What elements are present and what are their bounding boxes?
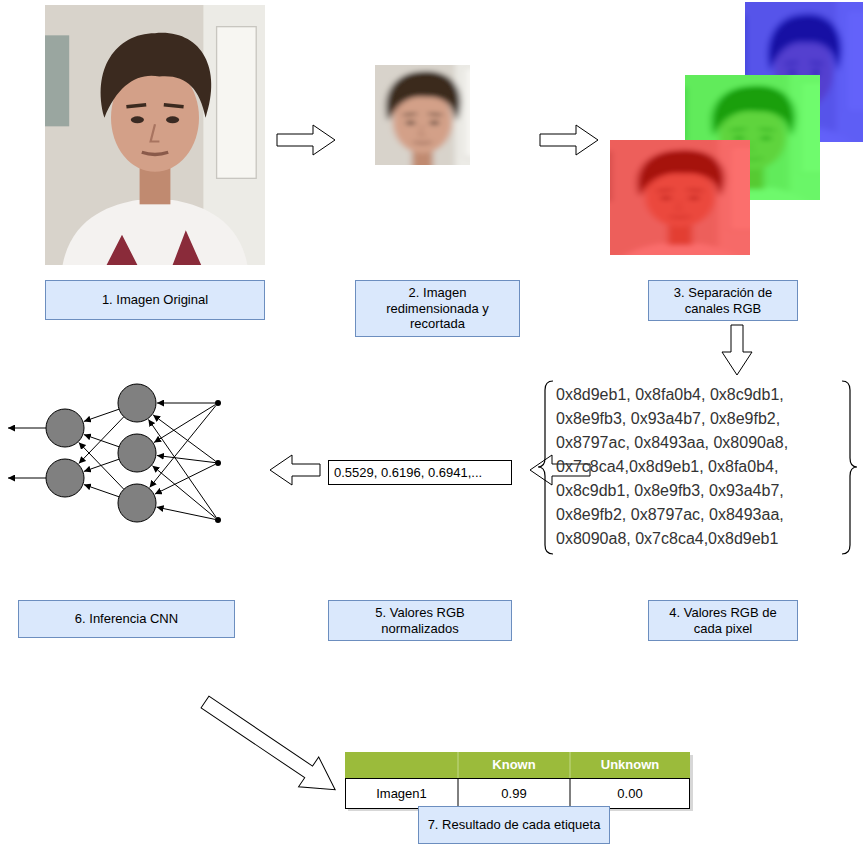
neural-network-icon xyxy=(8,384,221,523)
left-brace xyxy=(538,381,553,554)
result-table xyxy=(345,752,693,811)
table-row xyxy=(346,779,690,809)
table-header-cell: Known xyxy=(492,757,535,773)
original-photo xyxy=(45,5,265,265)
node-text: 4. Valores RGB de cada pixel xyxy=(655,605,791,636)
step-label: 2. Imagen redimensionada y recortada xyxy=(355,280,520,337)
node-text: 7. Resultado de cada etiqueta xyxy=(428,817,601,833)
resized-photo xyxy=(348,55,496,209)
step-label: 7. Resultado de cada etiqueta xyxy=(418,806,610,844)
step-label: 1. Imagen Original xyxy=(45,280,265,320)
block-arrow xyxy=(270,455,320,485)
table-cell-holder: Imagen1 xyxy=(345,778,458,809)
table-cell: 0.99 xyxy=(501,786,526,802)
block-arrow xyxy=(540,125,598,155)
block-arrow xyxy=(722,325,752,375)
table-header xyxy=(345,752,690,778)
block-arrow xyxy=(277,125,335,155)
red-channel-image xyxy=(593,134,768,279)
value-box: 0.5529, 0.6196, 0.6941,... xyxy=(328,460,512,485)
block-arrow xyxy=(195,687,345,805)
table-header-cell-holder: Unknown xyxy=(570,752,690,778)
node-text: 0.5529, 0.6196, 0.6941,... xyxy=(334,465,482,481)
table-header-cell-holder: Known xyxy=(458,752,570,778)
node-text: 3. Separación de canales RGB xyxy=(655,285,791,316)
step-label: 3. Separación de canales RGB xyxy=(648,280,798,321)
table-header-cell: Unknown xyxy=(601,757,660,773)
value-brackets xyxy=(538,381,857,554)
node-text: 2. Imagen redimensionada y recortada xyxy=(362,285,513,332)
pixel-values: 0x8d9eb1, 0x8fa0b4, 0x8c9db1, 0x8e9fb3, … xyxy=(556,386,788,547)
table-cell: 0.00 xyxy=(617,786,642,802)
table-cell: Imagen1 xyxy=(376,786,427,802)
pixel-values-holder: 0x8d9eb1, 0x8fa0b4, 0x8c9db1, 0x8e9fb3, … xyxy=(556,383,841,551)
right-brace xyxy=(842,381,857,554)
node-text: 6. Inferencia CNN xyxy=(75,611,178,627)
node-text: 1. Imagen Original xyxy=(102,292,208,308)
step-label: 6. Inferencia CNN xyxy=(18,600,235,638)
table-cell-holder: 0.00 xyxy=(570,778,690,809)
step-label: 5. Valores RGB normalizados xyxy=(328,600,512,641)
node-text: 5. Valores RGB normalizados xyxy=(335,605,505,636)
table-cell-holder: 0.99 xyxy=(458,778,570,809)
step-label: 4. Valores RGB de cada pixel xyxy=(648,600,798,641)
